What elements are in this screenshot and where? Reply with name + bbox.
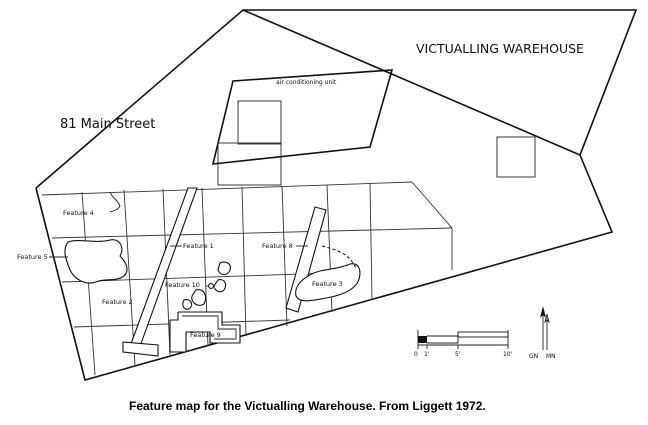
air-conditioning-unit-outline [211, 69, 394, 165]
grid-line [61, 271, 361, 283]
grid-line [241, 186, 247, 337]
grid-line [123, 189, 136, 366]
feature-10-blob [182, 299, 193, 310]
feature-1-label: Feature 1 [183, 242, 214, 250]
feature-9-outline [169, 311, 241, 353]
feature-2-label: Feature 2 [102, 298, 133, 306]
scale-bar: 0 1' 5' 10' [414, 330, 513, 358]
street-label: 81 Main Street [60, 117, 155, 132]
figure-caption: Feature map for the Victualling Warehous… [129, 399, 486, 413]
feature-3-outline [295, 263, 361, 302]
grid-square [217, 142, 282, 186]
feature-10-marker [208, 283, 214, 289]
feature-8-outline [285, 206, 327, 313]
grid-line [411, 181, 453, 229]
scale-tick-10: 10' [503, 351, 513, 358]
building-label: VICTUALLING WAREHOUSE [416, 41, 584, 56]
feature-4-label: Feature 4 [63, 209, 94, 217]
feature-9-label: Feature 9 [190, 331, 221, 339]
grid-north-label: GN [529, 353, 538, 360]
scale-tick-5: 5' [455, 351, 461, 358]
grid-square [496, 136, 536, 178]
feature-10-blob [213, 279, 227, 293]
grid-line [281, 185, 288, 327]
warehouse-wall [242, 9, 581, 156]
grid-line [369, 182, 373, 301]
feature-3-label: Feature 3 [312, 280, 343, 288]
feature-5-label: Feature 5 [17, 253, 48, 261]
ac-unit-label: air conditioning unit [276, 79, 337, 86]
feature-5-outline [64, 239, 128, 284]
feature-10-blob [217, 261, 231, 276]
feature-8-label: Feature 8 [262, 242, 293, 250]
grid-line [51, 227, 453, 239]
feature-10-label: Feature 10 [165, 281, 200, 289]
feature-4-outline [109, 191, 121, 213]
site-boundary [35, 9, 638, 381]
feature-2-outline [122, 341, 159, 357]
magnetic-north-label: MN [546, 353, 556, 360]
scale-tick-0: 0 [414, 351, 418, 358]
grid-line [41, 181, 413, 196]
feature-9-inner [182, 315, 237, 340]
grid-square [237, 100, 282, 145]
feature-10-blob [191, 289, 207, 306]
scale-tick-1: 1' [424, 351, 430, 358]
north-arrow-icon: GN MN [529, 306, 556, 360]
